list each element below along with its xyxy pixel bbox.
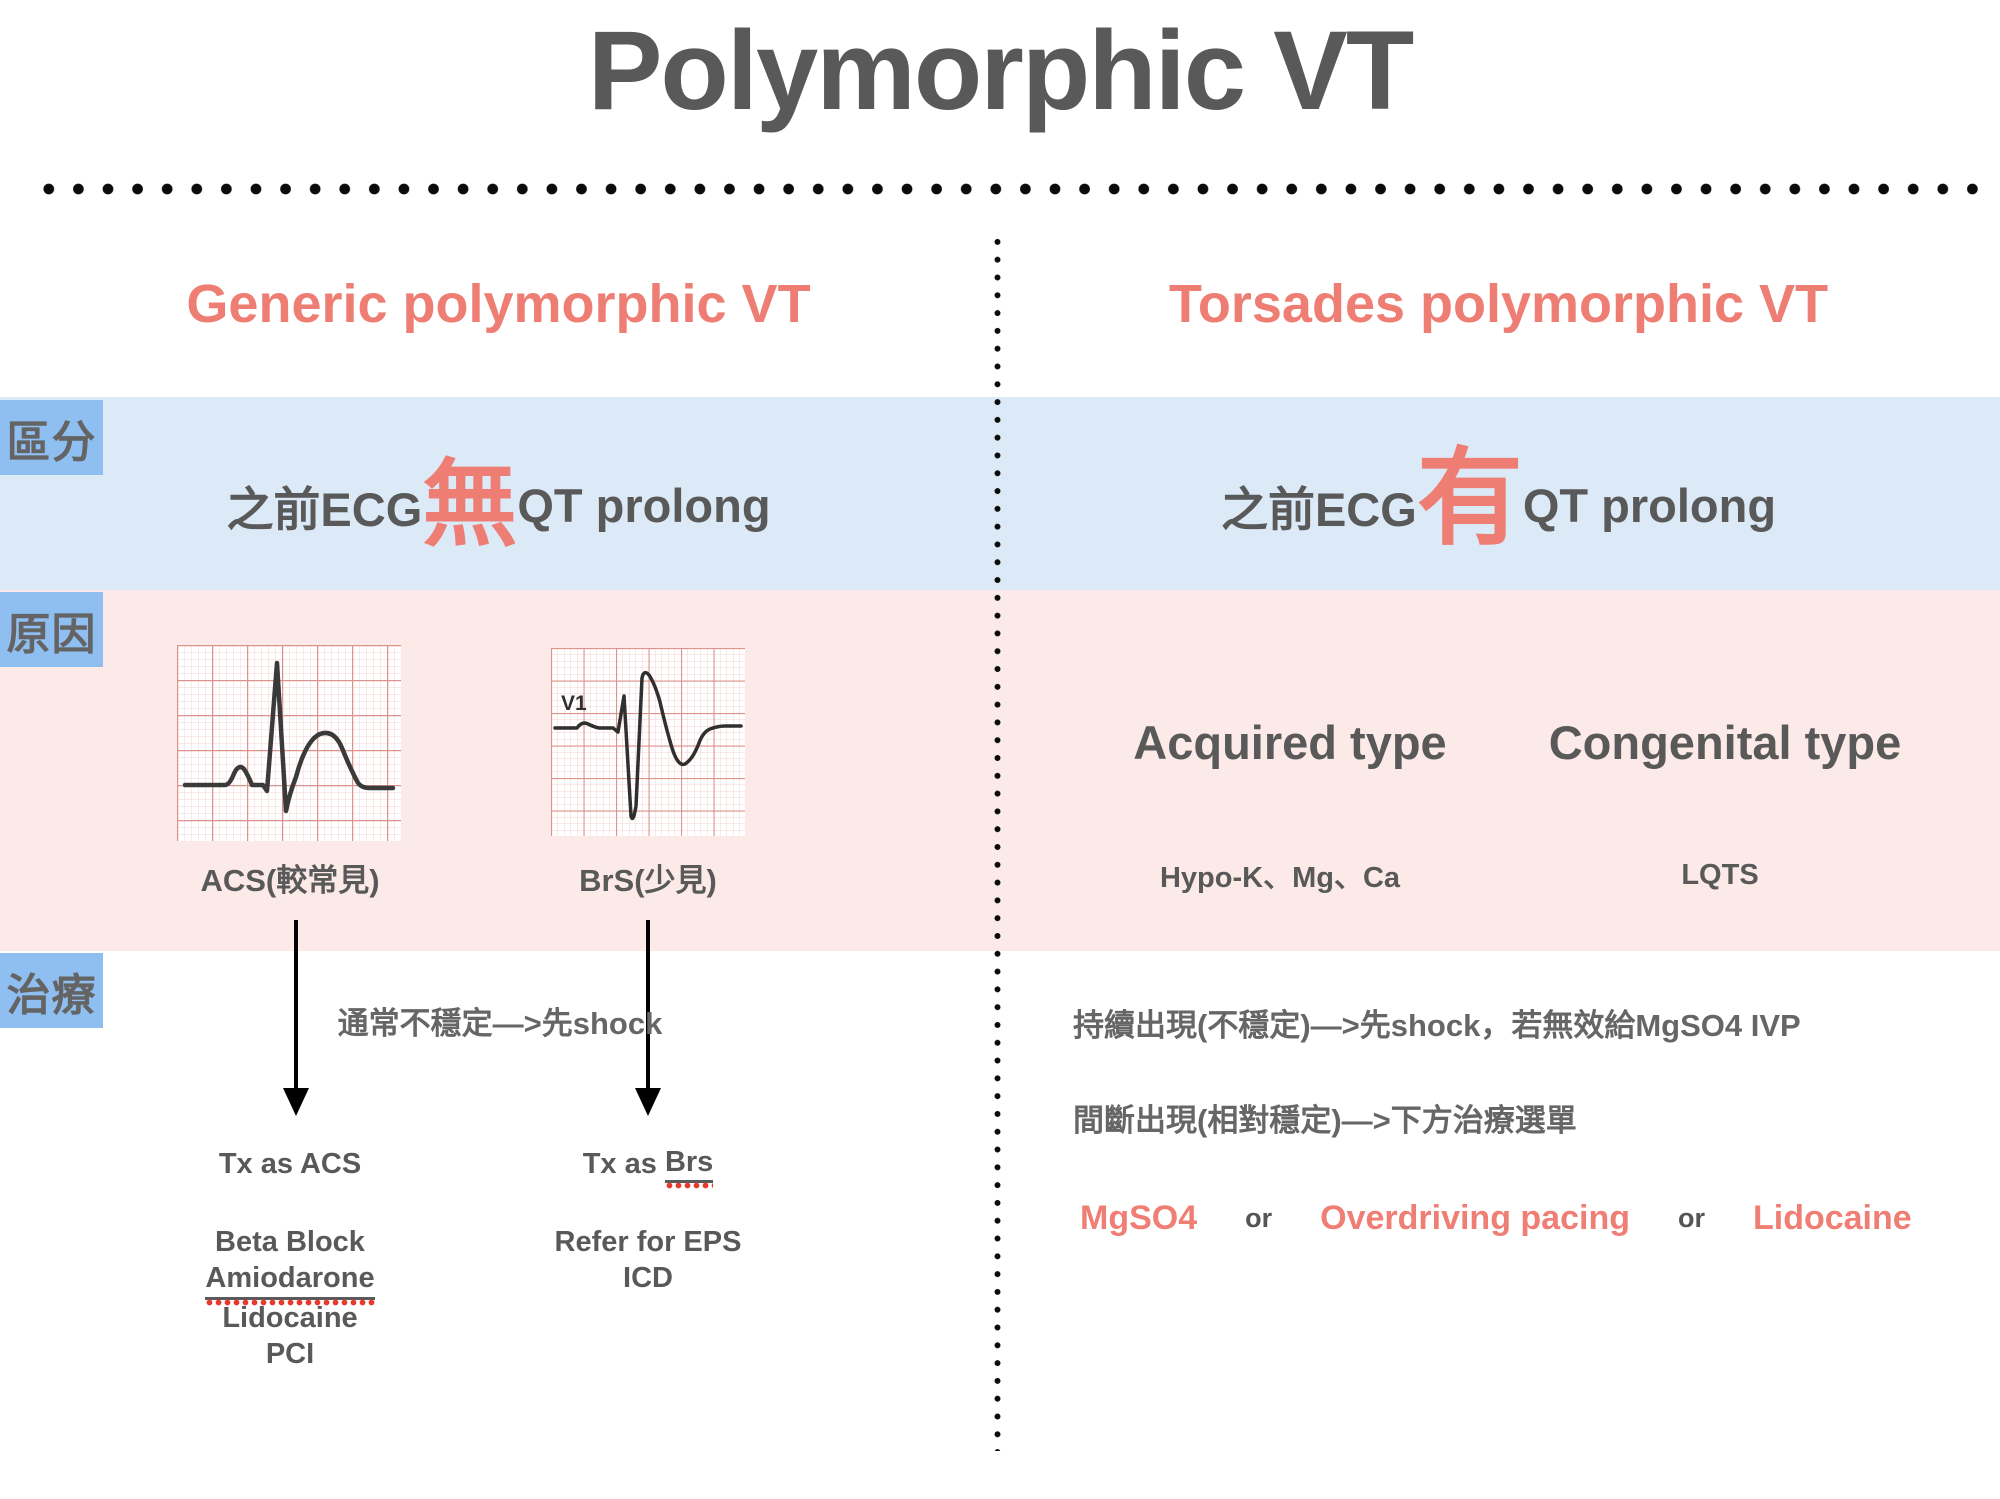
treatment-item: Amiodarone xyxy=(150,1260,430,1306)
ecg-acs-waveform-svg xyxy=(177,645,401,841)
acs-caption: ACS(較常見) xyxy=(200,862,380,898)
treatment-item: Lidocaine xyxy=(222,1302,358,1334)
brs-down-arrow xyxy=(635,920,661,1116)
ecg-strip-acs xyxy=(177,645,401,841)
left-column-header: Generic polymorphic VT xyxy=(186,274,811,334)
brs-underlined: Brs xyxy=(664,1146,714,1189)
tx-as-brs-prefix: Tx as xyxy=(582,1147,657,1180)
page-title: Polymorphic VT xyxy=(587,8,1415,133)
horizontal-dotted-divider xyxy=(34,183,1996,195)
left-qt-keyword: 無 xyxy=(422,451,518,558)
right-qt-pre: 之前ECG xyxy=(1220,482,1417,536)
congenital-type-detail: LQTS xyxy=(1681,858,1759,891)
unstable-shock-note: 通常不穩定—>先shock xyxy=(337,1005,663,1041)
left-qt-post: QT prolong xyxy=(517,478,771,532)
treatment-item: ICD xyxy=(623,1262,673,1294)
acs-down-arrow xyxy=(283,920,309,1116)
acs-treatment-list: Beta Block Amiodarone Lidocaine PCI xyxy=(150,1224,430,1372)
option-or: or xyxy=(1245,1202,1273,1233)
ecg-strip-brs: V1 xyxy=(551,648,745,836)
right-column-header: Torsades polymorphic VT xyxy=(1168,274,1829,334)
tx-as-acs-title: Tx as ACS xyxy=(218,1147,362,1180)
ecg-brs-lead-label: V1 xyxy=(561,692,587,715)
left-qt-pre: 之前ECG xyxy=(226,482,423,536)
row-label-treatment: 治療 xyxy=(0,953,103,1028)
tx-as-brs-title: Tx as Brs xyxy=(508,1146,788,1189)
torsades-option-row: MgSO4 or Overdriving pacing or Lidocaine xyxy=(1080,1192,1912,1244)
treatment-item: Refer for EPS xyxy=(554,1226,742,1258)
ecg-brs-waveform-svg: V1 xyxy=(551,648,745,836)
vertical-dotted-divider xyxy=(994,233,1001,1451)
amiodarone-underlined: Amiodarone xyxy=(205,1260,375,1306)
brs-caption: BrS(少見) xyxy=(579,862,717,898)
torsades-intermittent-line: 間斷出現(相對穩定)—>下方治療選單 xyxy=(1073,1102,1577,1138)
right-qt-keyword: 有 xyxy=(1416,440,1523,558)
right-qt-post: QT prolong xyxy=(1522,478,1777,532)
option-lidocaine: Lidocaine xyxy=(1752,1198,1912,1237)
row-label-distinguish: 區分 xyxy=(0,400,103,475)
row-label-cause: 原因 xyxy=(0,592,103,667)
acquired-type-detail: Hypo-K、Mg、Ca xyxy=(1159,862,1401,894)
brs-treatment-list: Refer for EPS ICD xyxy=(508,1224,788,1296)
congenital-type-title: Congenital type xyxy=(1548,715,1902,769)
option-overdrive-pacing: Overdriving pacing xyxy=(1320,1198,1630,1237)
treatment-item: Beta Block xyxy=(215,1226,365,1258)
torsades-sustained-line: 持續出現(不穩定)—>先shock，若無效給MgSO4 IVP xyxy=(1073,1007,1801,1043)
option-or: or xyxy=(1677,1202,1705,1233)
treatment-item: PCI xyxy=(265,1338,315,1370)
acquired-type-title: Acquired type xyxy=(1133,715,1447,769)
option-mgso4: MgSO4 xyxy=(1080,1198,1198,1237)
